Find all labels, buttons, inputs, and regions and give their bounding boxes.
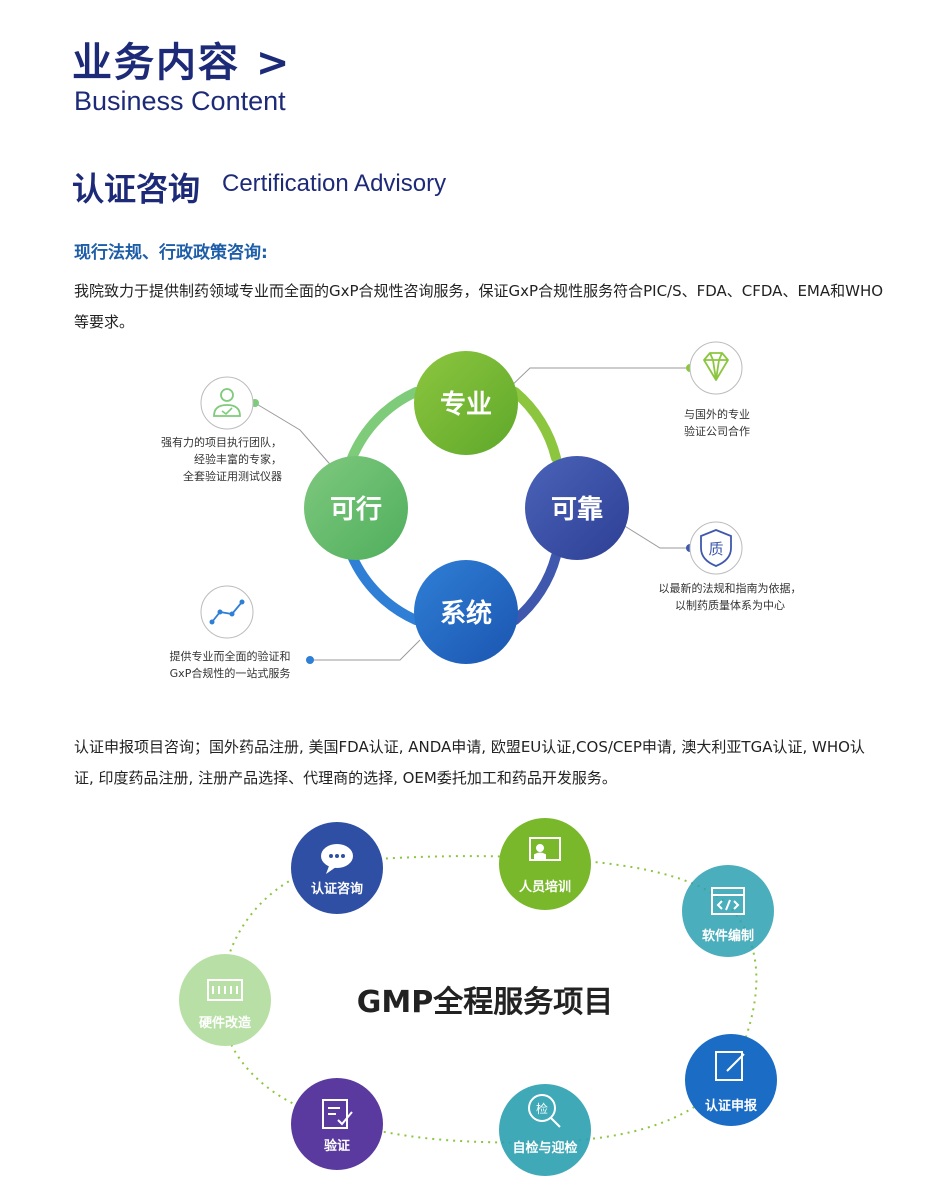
quality-glyph: 质 <box>708 540 723 558</box>
magnifier-check-icon <box>528 1094 561 1128</box>
gmp-item-label-4: 自检与迎检 <box>512 1140 577 1156</box>
note-bottom-left-line2: GxP合规性的一站式服务 <box>169 667 291 680</box>
note-top-right: 与国外的专业 验证公司合作 <box>684 406 750 440</box>
inspect-glyph: 检 <box>536 1101 548 1116</box>
gmp-item-label-1: 人员培训 <box>519 879 571 895</box>
note-right-line2: 以制药质量体系为中心 <box>675 599 785 612</box>
node-label-kexing: 可行 <box>330 494 382 525</box>
connector-top-right <box>506 367 690 391</box>
cycle-diagram: 专业 可靠 系统 可行 质 <box>200 341 743 664</box>
connector-right <box>614 519 690 549</box>
diamond-icon <box>689 341 743 395</box>
note-right-line1: 以最新的法规和指南为依据， <box>658 582 802 595</box>
gmp-item-cert-consult: 认证咨询 <box>291 822 383 914</box>
checklist-icon <box>322 1099 353 1129</box>
quality-seal-icon: 质 <box>689 521 743 575</box>
arc-top-left <box>347 387 421 463</box>
gmp-item-training: 人员培训 <box>499 818 591 910</box>
note-top-left-line2: 经验丰富的专家， <box>194 453 282 466</box>
note-top-right-line2: 验证公司合作 <box>684 425 750 438</box>
note-top-left: 强有力的项目执行团队， 经验丰富的专家， 全套验证用测试仪器 <box>130 434 282 485</box>
gmp-item-label-3: 认证申报 <box>705 1098 758 1114</box>
gmp-title: GMP全程服务项目 <box>357 985 613 1020</box>
node-xitong: 系统 <box>414 560 518 664</box>
note-bottom-left: 提供专业而全面的验证和 GxP合规性的一站式服务 <box>155 648 305 682</box>
gmp-item-software: 软件编制 <box>682 865 774 957</box>
hardware-chip-icon <box>207 979 243 1001</box>
edit-document-icon <box>715 1051 745 1081</box>
node-label-xitong: 系统 <box>440 598 492 629</box>
intro-paragraph: 我院致力于提供制药领域专业而全面的GxP合规性咨询服务，保证GxP合规性服务符合… <box>74 282 884 331</box>
chat-bubble-icon <box>321 844 353 874</box>
node-kexing: 可行 <box>304 456 408 560</box>
connector-bottom-left <box>310 639 421 661</box>
arc-top-right <box>510 387 561 463</box>
node-label-kekao: 可靠 <box>551 495 603 525</box>
page-title-en: Business Content <box>74 86 286 116</box>
gmp-item-label-5: 验证 <box>324 1138 350 1154</box>
arc-bottom-right <box>510 551 561 625</box>
gmp-item-self-inspection: 检 自检与迎检 <box>499 1084 591 1176</box>
connector-top-left <box>254 402 336 471</box>
page-title-cn: 业务内容 > <box>72 40 292 86</box>
gmp-item-label-0: 认证咨询 <box>311 881 363 897</box>
section-title-en: Certification Advisory <box>222 170 447 197</box>
gmp-item-cert-application: 认证申报 <box>685 1034 777 1126</box>
note-top-right-line1: 与国外的专业 <box>684 408 750 421</box>
gmp-item-validation: 验证 <box>291 1078 383 1170</box>
code-window-icon <box>711 887 745 915</box>
node-label-zhuanye: 专业 <box>440 390 492 420</box>
note-bottom-left-line1: 提供专业而全面的验证和 <box>169 650 291 663</box>
node-kekao: 可靠 <box>525 456 629 560</box>
presentation-icon <box>529 837 561 861</box>
section-subheading: 现行法规、行政政策咨询: <box>74 243 268 263</box>
section-title-cn: 认证咨询 <box>72 170 201 208</box>
person-check-icon <box>200 376 254 430</box>
node-zhuanye: 专业 <box>414 351 518 455</box>
gmp-item-label-2: 软件编制 <box>702 928 754 944</box>
services-paragraph: 认证申报项目咨询；国外药品注册, 美国FDA认证, ANDA申请, 欧盟EU认证… <box>74 738 865 787</box>
note-top-left-line1: 强有力的项目执行团队， <box>161 436 282 449</box>
route-icon <box>200 585 254 639</box>
gmp-loop-path <box>219 855 758 1144</box>
dot-bottom-left <box>306 656 314 664</box>
gmp-item-label-6: 硬件改造 <box>199 1015 252 1031</box>
arc-bottom-left <box>347 551 421 625</box>
gmp-item-hardware: 硬件改造 <box>179 954 271 1046</box>
note-top-left-line3: 全套验证用测试仪器 <box>183 470 282 483</box>
note-right: 以最新的法规和指南为依据， 以制药质量体系为中心 <box>640 580 820 614</box>
